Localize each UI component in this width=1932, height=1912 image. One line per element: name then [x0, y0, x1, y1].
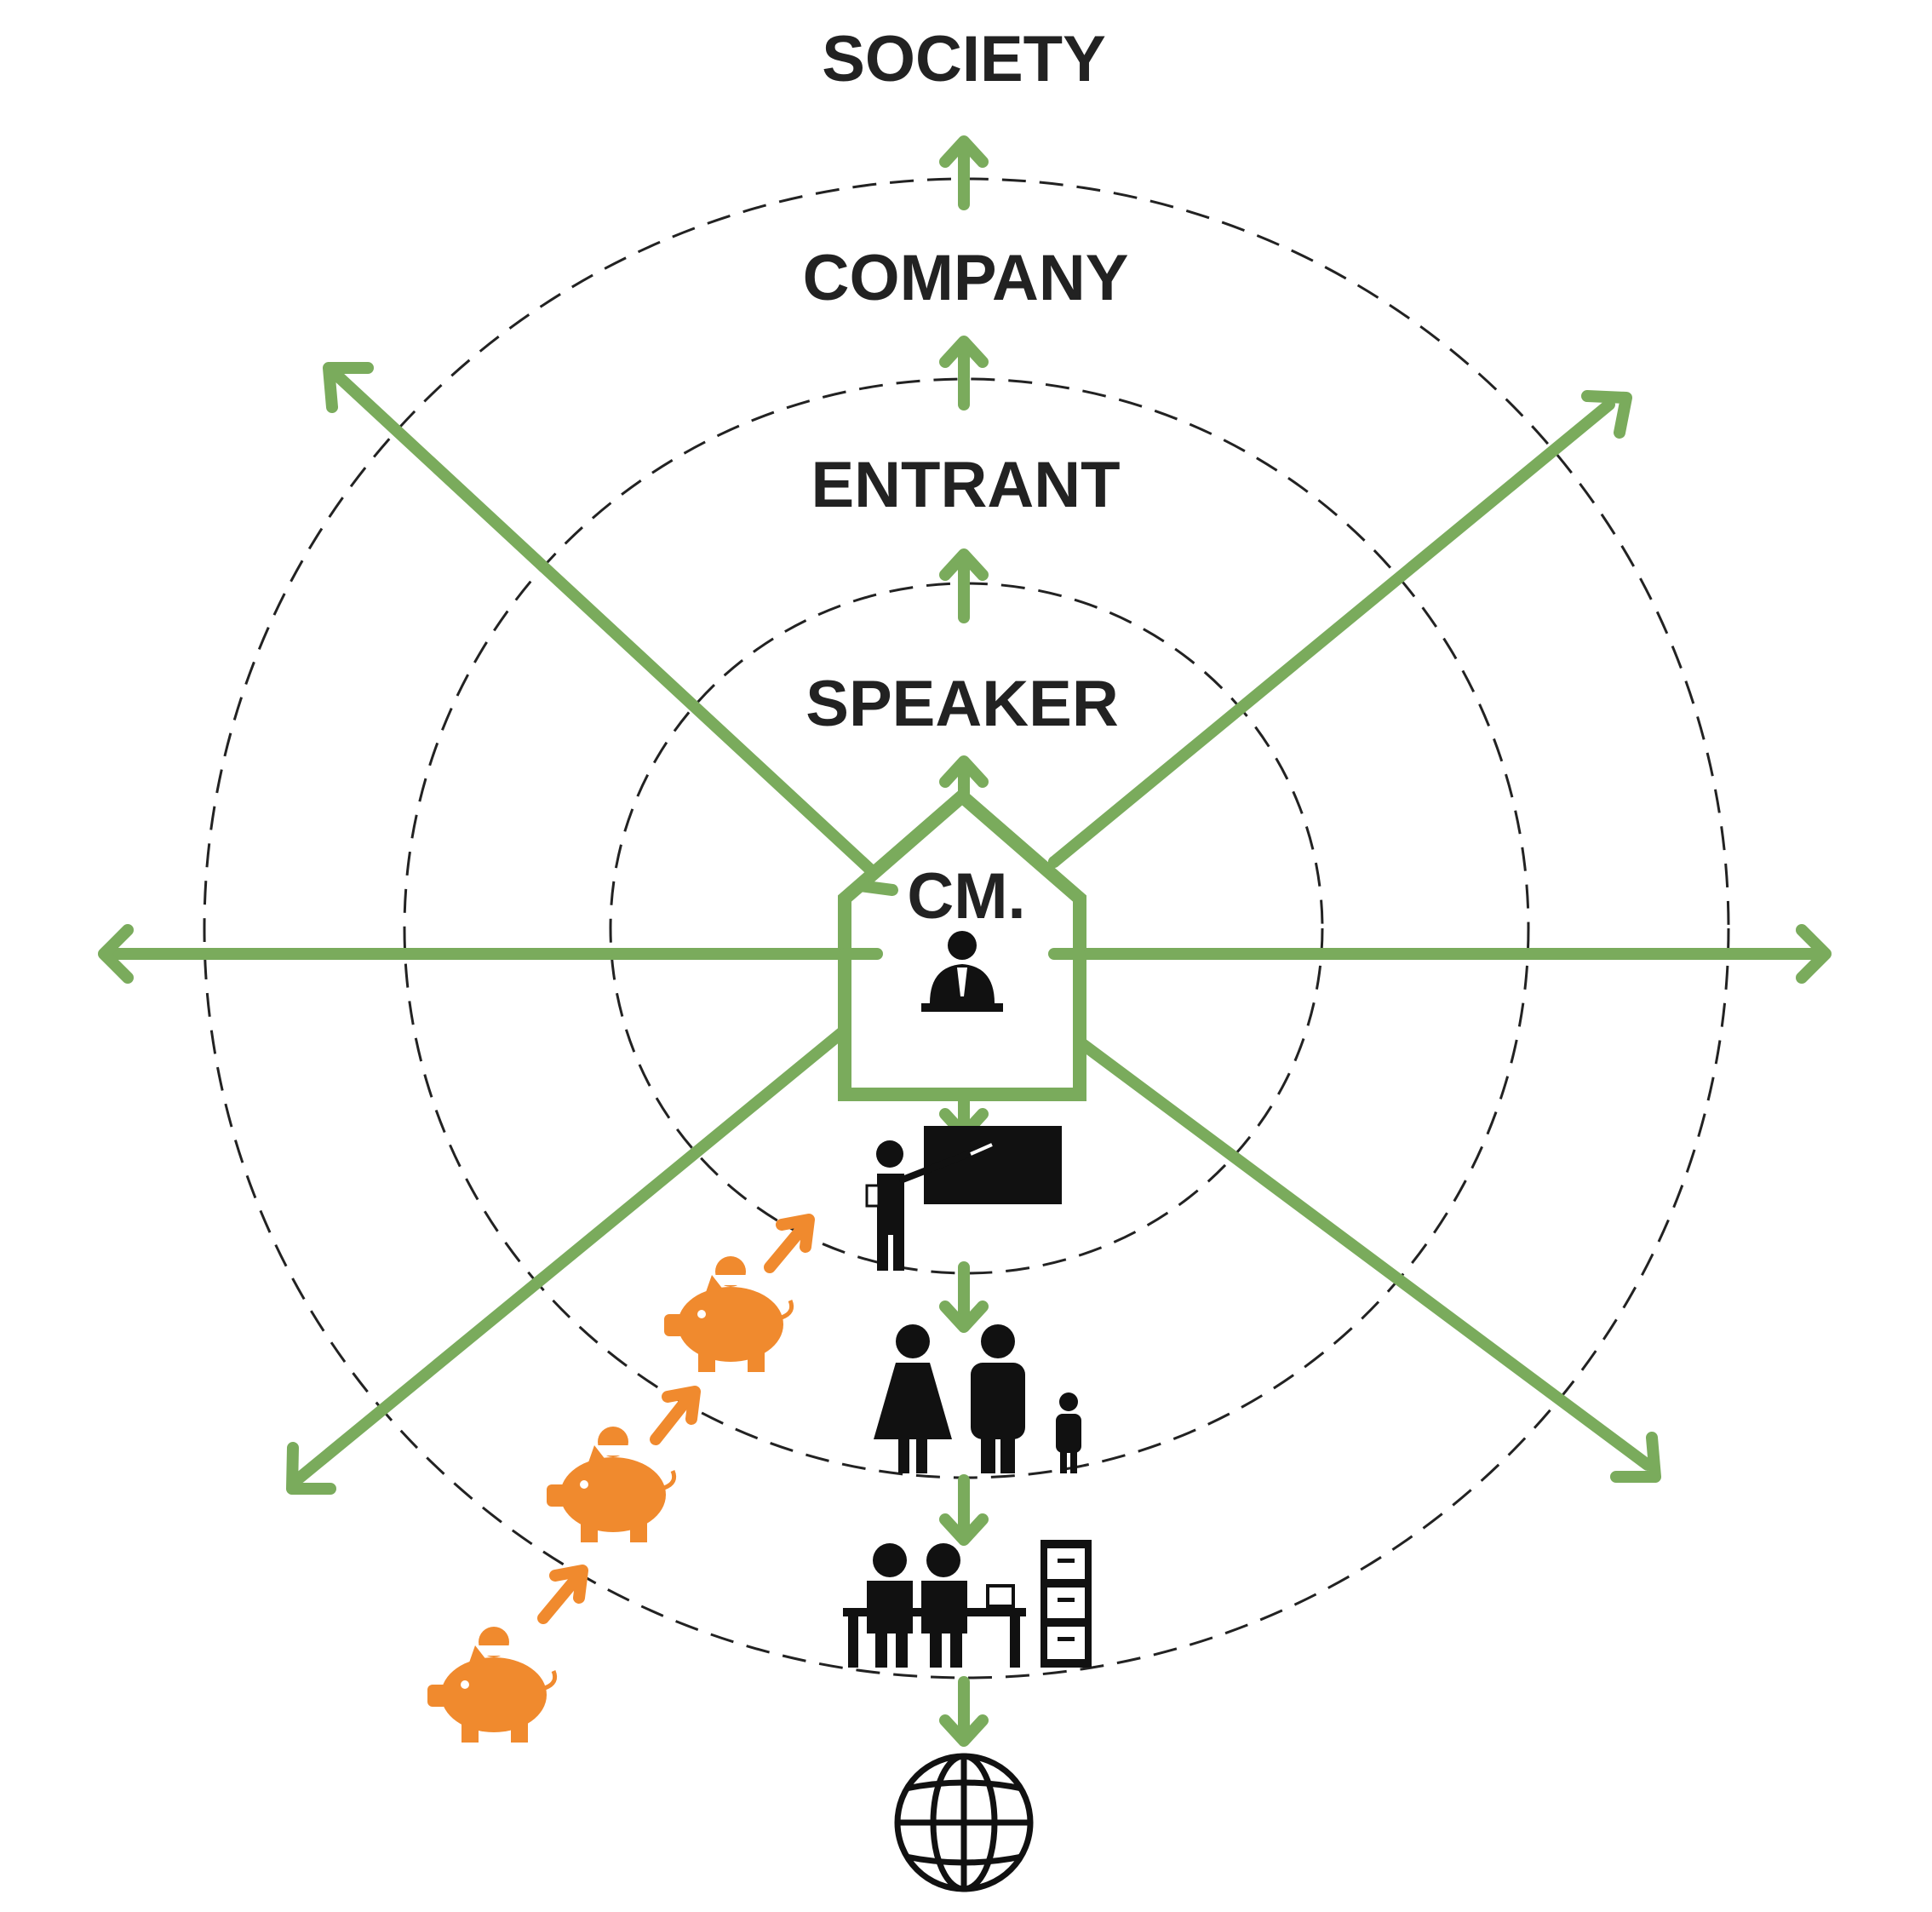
label-company: COMPANY [803, 242, 1129, 314]
family-icon [874, 1324, 1081, 1473]
arrow-right-head [1796, 924, 1832, 984]
teacher-blackboard-icon [865, 1126, 1062, 1271]
arrow-up-left-head [323, 362, 374, 413]
savings-growth [427, 1214, 815, 1743]
piggy-bank-icon [664, 1256, 792, 1372]
label-speaker: SPEAKER [805, 668, 1118, 740]
piggy-bank-icon [427, 1627, 555, 1743]
orange-arrow-2 [662, 1386, 701, 1425]
radial-arrows [98, 135, 1832, 1747]
arrow-down-2 [939, 1301, 989, 1333]
arrow-up-society [939, 135, 989, 168]
arrow-up-speaker [939, 755, 989, 788]
office-meeting-icon [843, 1540, 1092, 1668]
orange-arrow-1 [549, 1565, 588, 1604]
label-society: SOCIETY [822, 23, 1106, 95]
orange-arrow-3 [776, 1214, 815, 1253]
arrow-left-head [98, 924, 134, 984]
arrow-up-right-head [1581, 390, 1632, 439]
arrow-up-entrant [939, 548, 989, 581]
label-center: CM. [907, 860, 1025, 933]
arrow-down-left-head [286, 1442, 336, 1495]
arrow-down-right-head [1610, 1432, 1661, 1483]
official-at-desk-icon [921, 931, 1003, 1012]
arrow-down-4 [939, 1714, 989, 1747]
arrow-up-company [939, 336, 989, 368]
globe-icon [894, 1753, 1034, 1892]
arrow-down-3 [939, 1513, 989, 1546]
label-entrant: ENTRANT [811, 449, 1120, 521]
